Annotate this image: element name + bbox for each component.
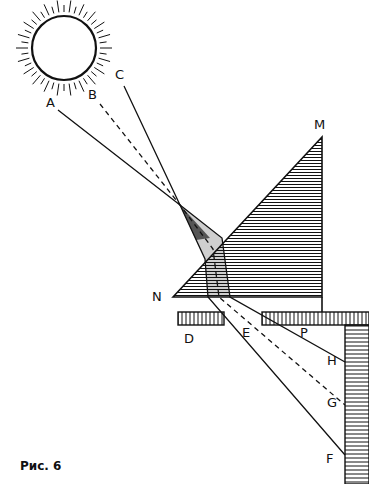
point-label: D <box>184 332 194 345</box>
prism <box>173 137 322 297</box>
point-label: A <box>46 96 55 109</box>
sun-ray-stroke <box>44 4 49 15</box>
sun-ray-stroke <box>69 0 71 12</box>
sun-ray-stroke <box>57 0 59 12</box>
sun <box>16 0 112 95</box>
sun-ray-stroke <box>33 75 41 84</box>
ray-c <box>124 86 345 455</box>
sun-ray-stroke <box>21 53 28 55</box>
point-label: C <box>115 68 124 81</box>
shelf-right <box>262 312 369 325</box>
sun-ray-stroke <box>18 58 30 61</box>
sun-ray-stroke <box>52 83 54 90</box>
sun-ray-stroke <box>32 72 37 77</box>
point-label: F <box>326 452 333 465</box>
sun-ray-stroke <box>16 48 28 49</box>
point-label: N <box>152 290 162 303</box>
sun-ray-stroke <box>91 72 96 77</box>
sun-ray-stroke <box>99 58 111 61</box>
sun-ray-stroke <box>94 67 104 73</box>
sun-ray-stroke <box>79 81 84 92</box>
point-label: G <box>327 396 337 409</box>
point-label: P <box>300 326 308 339</box>
sun-ray-stroke <box>83 12 87 18</box>
wall <box>345 325 369 484</box>
sun-ray-stroke <box>94 22 104 28</box>
point-label: B <box>88 88 97 101</box>
sun-ray-stroke <box>79 4 84 15</box>
point-label: E <box>242 326 250 339</box>
sun-ray-stroke <box>33 12 41 21</box>
sun-ray-stroke <box>18 34 30 37</box>
sun-ray-stroke <box>25 63 31 66</box>
sun-ray-stroke <box>100 53 107 55</box>
sun-disc <box>32 16 96 80</box>
sun-ray-stroke <box>88 12 96 21</box>
light-rays <box>58 86 345 455</box>
sun-ray-stroke <box>41 78 45 84</box>
sun-ray-stroke <box>83 78 87 84</box>
sun-ray-stroke <box>21 41 28 43</box>
sun-ray-stroke <box>99 34 111 37</box>
sun-ray-stroke <box>25 30 31 33</box>
sun-ray-stroke <box>74 83 76 90</box>
sun-ray-stroke <box>100 48 112 49</box>
sun-ray-stroke <box>32 20 37 25</box>
sun-ray-stroke <box>74 7 76 14</box>
sun-ray-stroke <box>69 84 71 96</box>
sun-ray-stroke <box>97 63 103 66</box>
sun-ray-stroke <box>64 84 65 91</box>
sun-ray-stroke <box>24 22 34 28</box>
sun-ray-stroke <box>41 12 45 18</box>
ray-b <box>100 104 345 405</box>
sun-ray-stroke <box>88 75 96 84</box>
sun-ray-stroke <box>100 41 107 43</box>
sun-ray-stroke <box>44 81 49 92</box>
sun-ray-stroke <box>52 7 54 14</box>
sun-ray-stroke <box>64 5 65 12</box>
sun-ray-stroke <box>24 67 34 73</box>
prism-support <box>321 297 323 312</box>
point-label: H <box>327 354 337 367</box>
shelf-left <box>178 312 224 325</box>
point-label: M <box>314 118 325 131</box>
sun-ray-stroke <box>91 20 96 25</box>
sun-ray-stroke <box>97 30 103 33</box>
figure-caption: Рис. 6 <box>20 460 61 472</box>
sun-ray-stroke <box>57 84 59 96</box>
